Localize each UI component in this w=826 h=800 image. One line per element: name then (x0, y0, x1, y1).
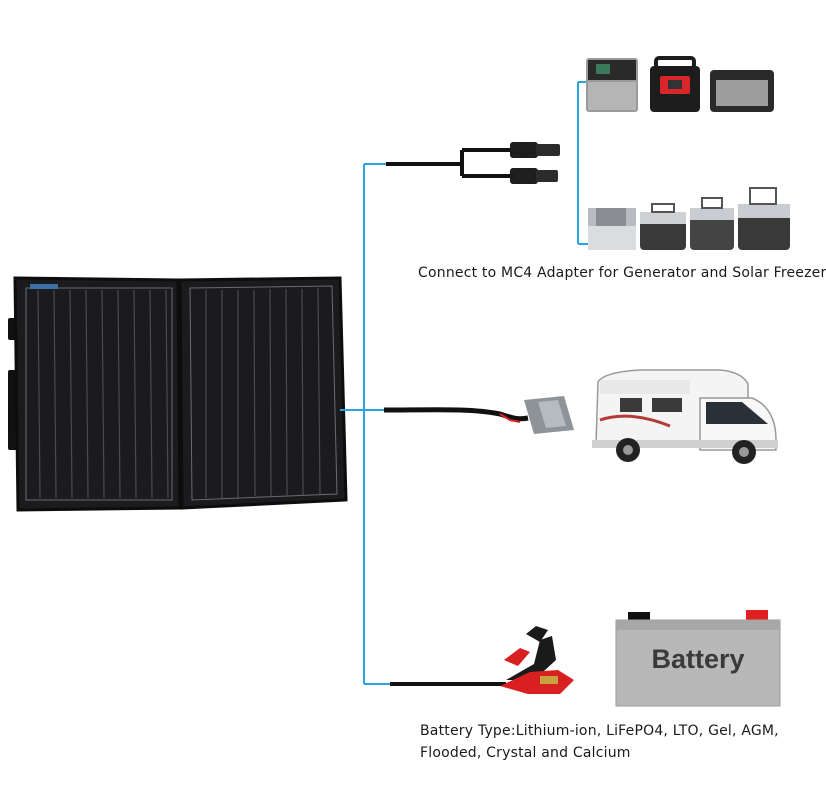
power-station-grey (586, 58, 638, 112)
battery-graphic (615, 610, 781, 707)
rv-camper (592, 369, 778, 464)
solar-freezer-4 (738, 187, 790, 250)
battery-type-caption-line2: Flooded, Crystal and Calcium (420, 745, 631, 761)
solar-kit-illustration (8, 56, 790, 707)
solar-freezer-2 (640, 203, 686, 250)
power-station-speaker (710, 70, 774, 112)
solar-freezer-1 (588, 208, 636, 250)
alligator-clamps (390, 626, 574, 694)
solar-freezer-3 (690, 197, 734, 250)
mc4-adapter-caption: Connect to MC4 Adapter for Generator and… (418, 265, 826, 281)
anderson-cable (383, 396, 574, 434)
battery-label: Battery (651, 644, 745, 674)
power-station-red (650, 56, 700, 112)
battery-type-caption-line1: Battery Type:Lithium-ion, LiFePO4, LTO, … (420, 723, 779, 739)
connection-lines (340, 81, 588, 685)
solar-panel (8, 276, 348, 512)
mc4-connector (386, 142, 560, 184)
